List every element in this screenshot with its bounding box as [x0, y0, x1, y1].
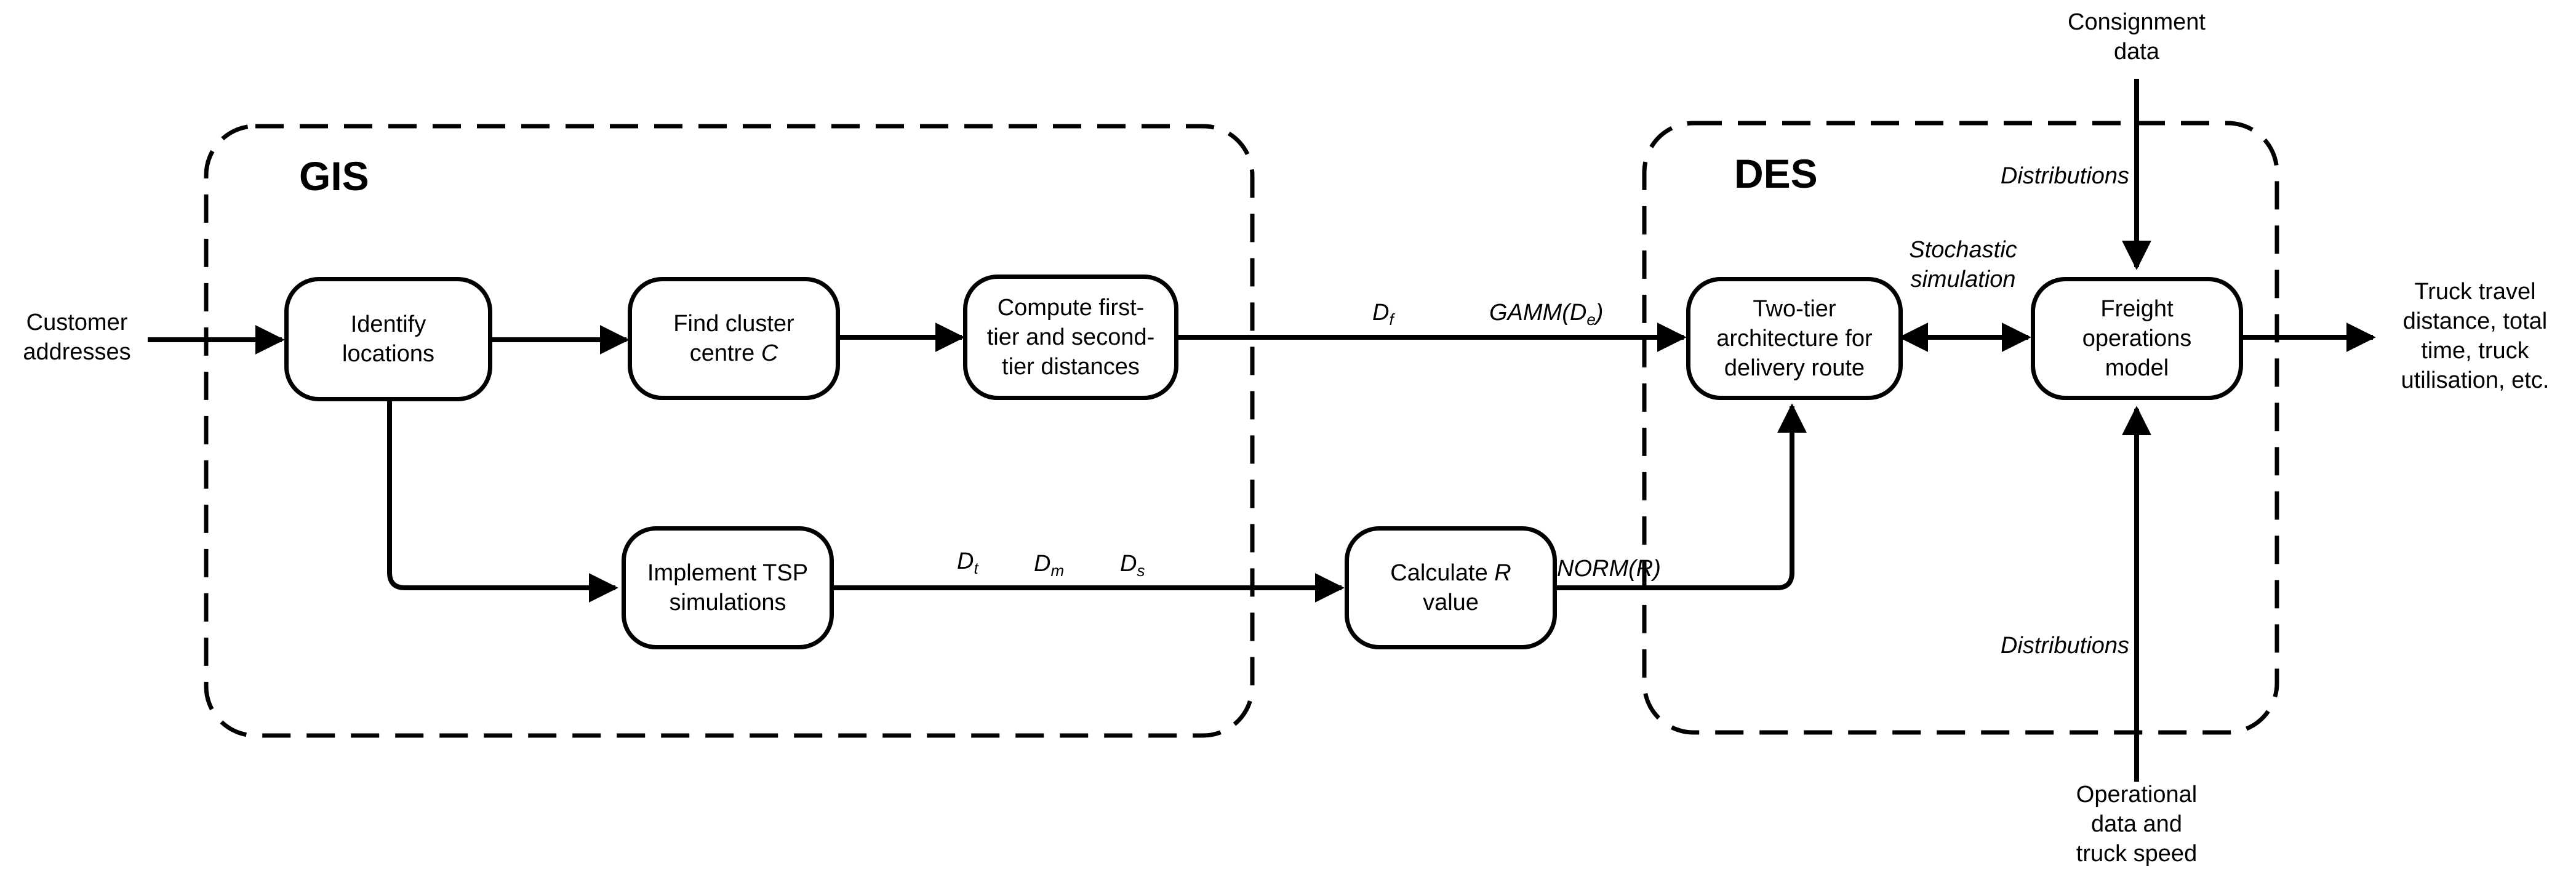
identify-line2: locations [342, 341, 434, 367]
two-tier-line1: Two-tier [1753, 296, 1836, 322]
cluster-line2: centre C [689, 340, 778, 366]
find-cluster-node: Find cluster centre C [628, 277, 840, 400]
freight-operations-node: Freight operations model [2031, 277, 2243, 400]
arrow-calc-r-to-two-tier [1556, 403, 1807, 590]
dt-label: Dt [957, 548, 978, 577]
des-region-title: DES [1734, 151, 1818, 196]
implement-tsp-node: Implement TSP simulations [622, 526, 834, 649]
calc-r-line2: value [1423, 590, 1479, 615]
compute-line1: Compute first- [997, 295, 1145, 321]
norm-label: NORM(R) [1557, 556, 1661, 582]
compute-line3: tier distances [1002, 354, 1140, 380]
cluster-line1: Find cluster [673, 311, 794, 337]
freight-line1: Freight [2100, 296, 2174, 322]
identify-line1: Identify [350, 311, 426, 337]
calculate-r-node: Calculate R value [1345, 526, 1557, 649]
compute-line2: tier and second- [986, 324, 1155, 350]
freight-line3: model [2105, 355, 2169, 381]
two-tier-architecture-node: Two-tier architecture for delivery route [1686, 277, 1903, 400]
calc-r-line1: Calculate R [1390, 560, 1511, 586]
gamm-label: GAMM(De) [1489, 300, 1604, 329]
arrow-identify-to-tsp [387, 401, 618, 603]
dm-label: Dm [1034, 551, 1065, 580]
two-tier-line2: architecture for [1716, 326, 1873, 351]
distributions-top-label: Distributions [2000, 163, 2129, 189]
two-tier-line3: delivery route [1724, 355, 1865, 381]
gis-region-title: GIS [299, 153, 369, 199]
tsp-line1: Implement TSP [647, 560, 809, 586]
des-region [1642, 121, 2279, 735]
distributions-bottom-label: Distributions [2000, 633, 2129, 659]
freight-line2: operations [2082, 326, 2192, 351]
identify-locations-node: Identify locations [284, 277, 492, 401]
tsp-line2: simulations [669, 590, 786, 615]
compute-distances-node: Compute first- tier and second- tier dis… [963, 275, 1178, 400]
df-label: Df [1372, 300, 1394, 329]
gis-region [204, 124, 1255, 738]
ds-label: Ds [1120, 551, 1145, 580]
